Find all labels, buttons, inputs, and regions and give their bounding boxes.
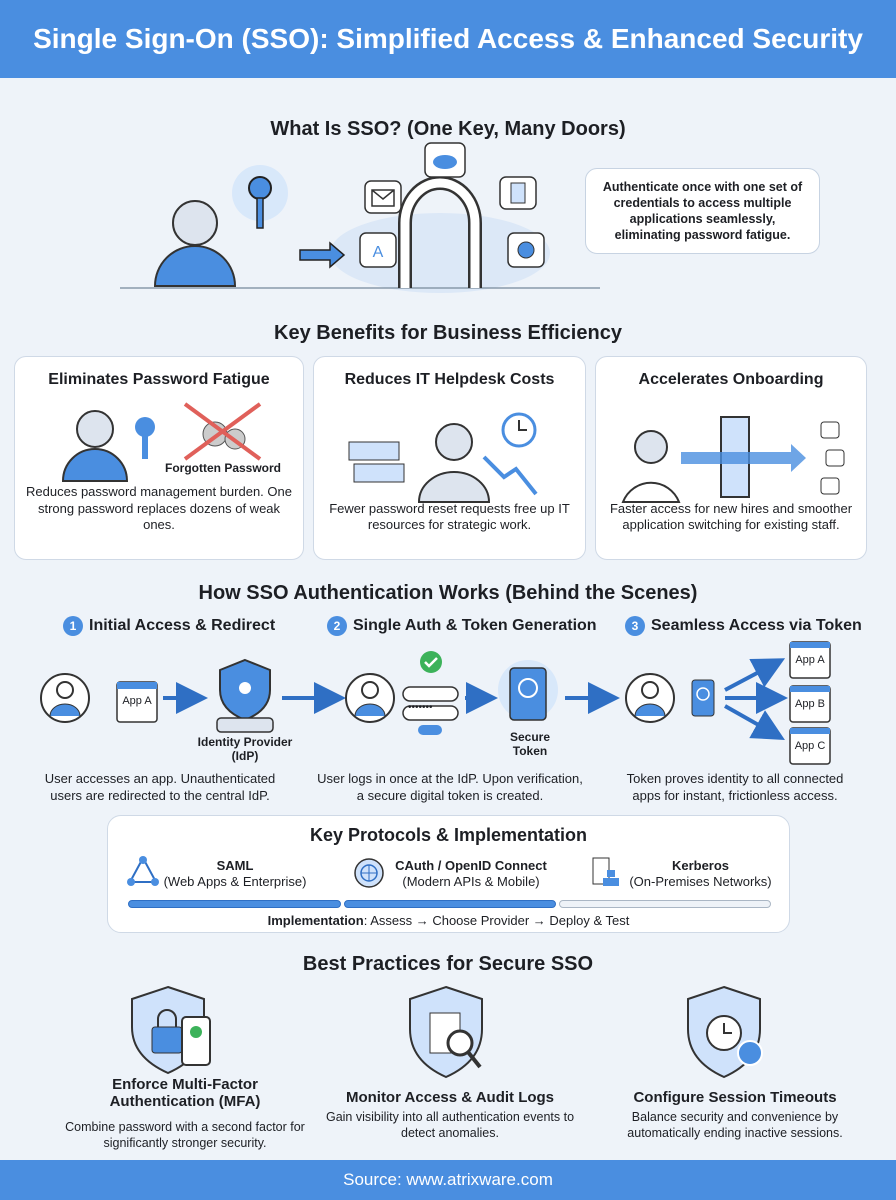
practice-title-mfa: Enforce Multi-Factor Authentication (MFA…	[109, 1076, 261, 1111]
what-is-sso-title: What Is SSO? (One Key, Many Doors)	[270, 118, 626, 140]
card-title: Accelerates Onboarding	[638, 371, 824, 388]
card-title: Eliminates Password Fatigue	[48, 371, 270, 388]
card-text: Reduces password management burden. One …	[26, 484, 292, 532]
step-number: 1	[63, 616, 83, 636]
helpdesk-agent-icon	[348, 412, 538, 503]
card-title: Reduces IT Helpdesk Costs	[344, 371, 555, 388]
secure-token-icon	[498, 660, 558, 721]
protocol-subtitle: (Web Apps & Enterprise)	[163, 874, 307, 890]
sso-flow-diagram	[40, 641, 831, 765]
app-b-label: App B	[795, 698, 825, 710]
protocol-saml: SAML(Web Apps & Enterprise)	[160, 858, 310, 891]
benefit-card-onboarding: Accelerates Onboarding Faster access for…	[595, 356, 867, 560]
app-a-label: App A	[795, 654, 825, 666]
flow-arrow	[724, 658, 786, 692]
trend-down-icon	[482, 455, 538, 496]
protocols-title: Key Protocols & Implementation	[309, 825, 588, 845]
benefit-card-password-fatigue: Eliminates Password Fatigue Forgotten Pa…	[14, 356, 304, 560]
idp-label: Identity Provider (IdP)	[197, 735, 293, 763]
idp-shield-server-icon	[216, 658, 274, 733]
protocol-name: CAuth / OpenID Connect	[395, 858, 547, 873]
gear-icon	[507, 232, 545, 268]
user-icon	[625, 673, 675, 723]
practice-text-timeout: Balance security and convenience by auto…	[627, 1110, 843, 1140]
server-network-icon	[592, 857, 619, 886]
step-1-heading: 1 Initial Access & Redirect	[63, 616, 275, 636]
check-icon	[420, 651, 442, 673]
step-number: 3	[625, 616, 645, 636]
protocol-kerberos: Kerberos(On-Premises Networks)	[623, 858, 778, 891]
onboarding-gate-icon	[621, 416, 845, 503]
step-3-heading: 3 Seamless Access via Token	[625, 616, 862, 636]
page-title: Single Sign-On (SSO): Simplified Access …	[33, 23, 863, 54]
implementation-steps: Implementation: Assess → Choose Provider…	[108, 913, 789, 928]
cloud-icon	[424, 142, 466, 178]
protocol-oauth-oidc: CAuth / OpenID Connect(Modern APIs & Mob…	[386, 858, 556, 891]
flow-arrow	[724, 704, 785, 740]
key-icon	[232, 165, 288, 229]
how-it-works-title: How SSO Authentication Works (Behind the…	[198, 582, 698, 604]
saml-icon	[127, 855, 159, 886]
footer-banner: Source: www.atrixware.com	[0, 1160, 896, 1200]
step-title: Seamless Access via Token	[651, 617, 862, 634]
mfa-shield-lock-icon	[131, 985, 211, 1075]
document-icon	[499, 176, 537, 210]
person-with-key-icon	[61, 402, 262, 482]
practice-title-audit: Monitor Access & Audit Logs	[345, 1089, 555, 1106]
secure-token-label: Secure Token	[509, 730, 551, 758]
protocol-name: Kerberos	[671, 858, 730, 873]
protocols-panel: Key Protocols & Implementation SAML(Web …	[107, 815, 790, 933]
header-banner: Single Sign-On (SSO): Simplified Access …	[0, 0, 896, 78]
step-1-description: User accesses an app. Unauthenticated us…	[44, 771, 276, 803]
password-field: •••••••	[408, 702, 433, 713]
practice-text-mfa: Combine password with a second factor fo…	[65, 1120, 305, 1150]
implementation-text: : Assess → Choose Provider → Deploy & Te…	[363, 913, 630, 928]
protocol-subtitle: (On-Premises Networks)	[629, 874, 772, 890]
forgotten-password-label: Forgotten Password	[165, 461, 282, 475]
svg-text:A: A	[373, 244, 384, 261]
benefit-card-helpdesk-costs: Reduces IT Helpdesk Costs Fewer password…	[313, 356, 586, 560]
user-icon	[40, 673, 90, 723]
session-timeout-icon	[687, 985, 763, 1079]
sso-definition-callout: Authenticate once with one set of creden…	[585, 168, 820, 254]
user-icon	[345, 673, 395, 723]
progress-segment-saml	[128, 900, 341, 908]
one-key-many-doors-illustration: A	[120, 142, 600, 293]
login-form-icon	[402, 686, 459, 735]
mail-icon	[364, 180, 402, 214]
best-practices-title: Best Practices for Secure SSO	[302, 953, 594, 975]
app-a-window	[116, 681, 158, 723]
app-a-label: App A	[122, 695, 152, 707]
source-link[interactable]: Source: www.atrixware.com	[343, 1170, 553, 1189]
arrow-right-icon	[299, 241, 346, 269]
progress-segment-kerberos	[559, 900, 771, 908]
step-2-description: User logs in once at the IdP. Upon verif…	[317, 771, 583, 803]
globe-icon	[354, 858, 384, 888]
door-arch-icon	[398, 176, 482, 288]
protocol-subtitle: (Modern APIs & Mobile)	[402, 874, 540, 890]
card-text: Fewer password reset requests free up IT…	[329, 500, 570, 532]
app-store-icon: A	[359, 232, 397, 268]
step-title: Single Auth & Token Generation	[353, 617, 597, 634]
practice-text-audit: Gain visibility into all authentication …	[325, 1110, 575, 1140]
audit-log-magnifier-icon	[409, 985, 483, 1079]
token-icon	[691, 679, 715, 717]
practice-title-timeout: Configure Session Timeouts	[633, 1089, 837, 1106]
step-2-heading: 2 Single Auth & Token Generation	[327, 616, 597, 636]
card-text: Faster access for new hires and smoother…	[609, 500, 853, 532]
step-3-description: Token proves identity to all connected a…	[626, 771, 844, 803]
step-title: Initial Access & Redirect	[89, 617, 276, 634]
app-c-label: App C	[794, 740, 826, 752]
protocol-name: SAML	[216, 858, 254, 873]
implementation-label: Implementation	[267, 913, 364, 928]
clock-icon	[501, 412, 537, 448]
crossed-keys-icon	[183, 402, 262, 461]
user-icon	[153, 200, 237, 287]
app-windows	[789, 641, 831, 765]
benefits-title: Key Benefits for Business Efficiency	[274, 322, 622, 344]
step-number: 2	[327, 616, 347, 636]
progress-segment-oauth	[344, 900, 556, 908]
